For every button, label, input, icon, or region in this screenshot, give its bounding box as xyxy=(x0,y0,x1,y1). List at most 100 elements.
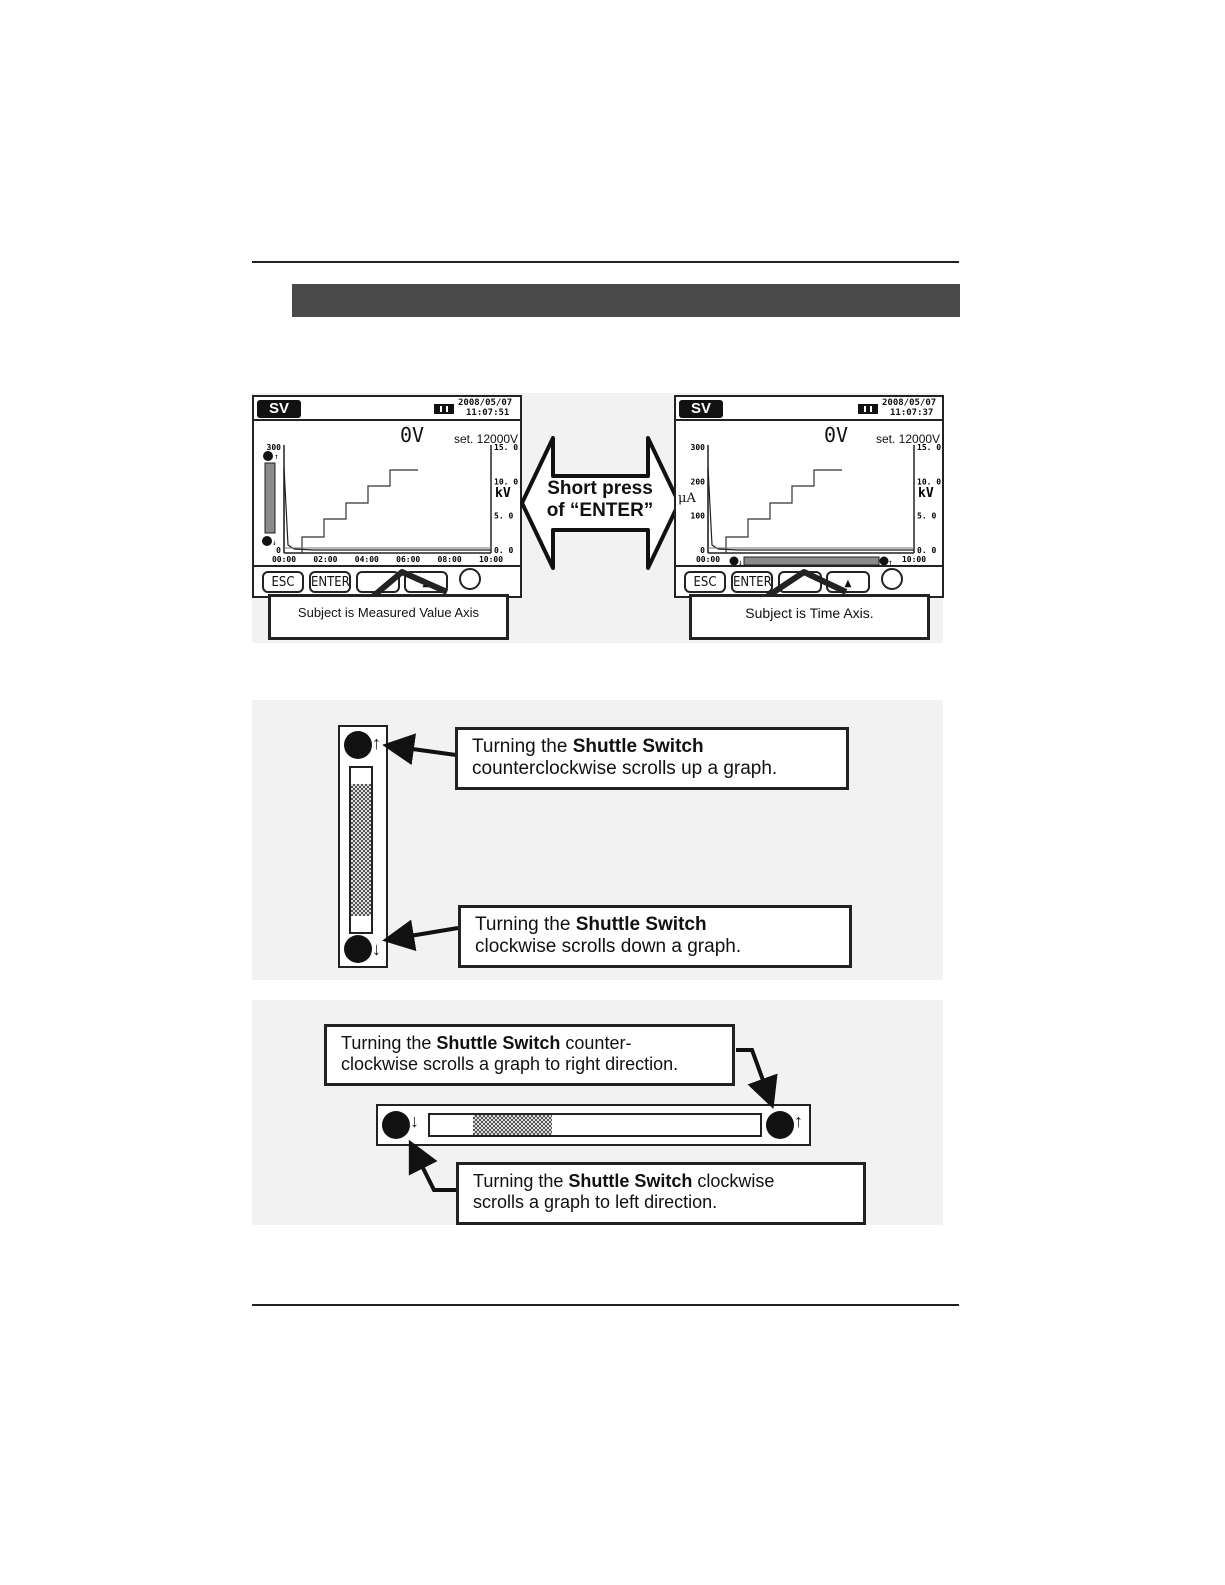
trend-graph: ↓ ↑ 300 200 100 0 15. 0 10. 0 5. 0 0. 0 kV 00:00 1… xyxy=(691,443,942,567)
time-axis-tick-label: 02:00 xyxy=(313,555,337,564)
left-axis-tick-label: 300 xyxy=(691,443,706,452)
callout-scroll-right-bold: Shuttle Switch xyxy=(436,1033,561,1053)
toggle-label-line1: Short press xyxy=(547,478,653,499)
left-axis-tick-label: 0 xyxy=(276,546,281,555)
left-axis-tick-label: 0 xyxy=(700,546,705,555)
callout-scroll-left: Turning the Shuttle Switch clockwise scr… xyxy=(456,1162,866,1225)
mode-badge: SV xyxy=(679,400,723,418)
callout-scroll-down-line1: Turning the Shuttle Switch xyxy=(475,914,835,936)
svg-text:↓: ↓ xyxy=(738,558,743,567)
left-axis-tick-label: 100 xyxy=(691,512,706,521)
time-axis-tick-label: 00:00 xyxy=(272,555,296,564)
down-arrow-icon: ↓ xyxy=(372,939,381,959)
exit-icon[interactable] xyxy=(459,568,481,590)
callout-measured-axis: Subject is Measured Value Axis xyxy=(268,594,509,640)
callout-scroll-down-prefix: Turning the xyxy=(475,914,576,935)
esc-button[interactable]: ESC xyxy=(684,571,726,593)
vertical-scrollbar-frame: ↑ ↓ xyxy=(338,725,388,968)
callout-scroll-down-line2: clockwise scrolls down a graph. xyxy=(475,936,742,957)
callout-scroll-left-line2: scrolls a graph to left direction. xyxy=(473,1192,718,1212)
time-axis-tick-label: 10:00 xyxy=(479,555,503,564)
top-rule xyxy=(252,261,959,263)
enter-button[interactable]: ENTER xyxy=(731,571,773,593)
callout-scroll-left-suffix: clockwise xyxy=(692,1171,775,1191)
toolbar-divider xyxy=(676,565,942,567)
callout-scroll-up-prefix: Turning the xyxy=(472,736,573,757)
setpoint-readout: set. 12000V xyxy=(454,432,519,446)
callout-scroll-right-prefix: Turning the xyxy=(341,1033,437,1053)
trend-graph: ↑ ↓ 300 0 15. 0 10. 0 5. 0 0. 0 kV 00:00 02:00 04… xyxy=(262,443,518,564)
enter-button[interactable]: ENTER xyxy=(309,571,351,593)
callout-scroll-down-bold: Shuttle Switch xyxy=(575,914,707,935)
horizontal-scroll-thumb[interactable] xyxy=(472,1115,553,1135)
horizontal-scrollbar-frame: ↓ ↑ xyxy=(376,1104,811,1146)
callout-scroll-up-line2: counterclockwise scrolls up a graph. xyxy=(472,758,778,779)
mode-badge: SV xyxy=(257,400,301,418)
callout-scroll-left-prefix: Turning the xyxy=(473,1171,569,1191)
left-callout-pointer xyxy=(362,569,449,607)
svg-text:↑: ↑ xyxy=(888,558,893,567)
current-unit-label: μA xyxy=(678,491,696,506)
right-axis-tick-label: 5. 0 xyxy=(494,512,513,521)
vertical-scroll-track[interactable] xyxy=(349,766,373,934)
vertical-scroll-thumb[interactable] xyxy=(351,784,371,916)
svg-text:↓: ↓ xyxy=(272,538,277,547)
callout-scroll-right-line2: clockwise scrolls a graph to right direc… xyxy=(341,1054,679,1074)
device-screen-left: SV 2008/05/07 11:07:51 0V set. 12000V ↑ … xyxy=(252,395,522,598)
battery-icon xyxy=(434,404,454,414)
time-axis-tick-label: 04:00 xyxy=(355,555,379,564)
up-arrow-icon: ↑ xyxy=(372,733,381,753)
voltage-readout: 0V xyxy=(400,423,425,447)
up-triangle-icon: ▲ xyxy=(844,578,852,589)
callout-scroll-up-bold: Shuttle Switch xyxy=(572,736,704,757)
callout-scroll-right: Turning the Shuttle Switch counter- cloc… xyxy=(324,1024,735,1086)
right-axis-tick-label: 15. 0 xyxy=(917,443,941,452)
setpoint-readout: set. 12000V xyxy=(876,432,941,446)
toolbar-divider xyxy=(254,565,520,567)
scroll-down-shuttle-icon[interactable] xyxy=(344,935,372,963)
right-axis-tick-label: 10. 0 xyxy=(494,477,518,486)
callout-time-axis: Subject is Time Axis. xyxy=(689,594,930,640)
right-axis-tick-label: 0. 0 xyxy=(494,546,513,555)
callout-scroll-right-suffix: counter- xyxy=(560,1033,632,1053)
callout-scroll-down: Turning the Shuttle Switch clockwise scr… xyxy=(458,905,852,968)
scroll-up-shuttle-icon[interactable] xyxy=(344,731,372,759)
horizontal-scroll-track[interactable] xyxy=(428,1113,762,1137)
time-readout: 11:07:51 xyxy=(466,408,510,418)
exit-icon[interactable] xyxy=(881,568,903,590)
time-axis-tick-label: 00:00 xyxy=(696,555,720,564)
svg-text:↑: ↑ xyxy=(274,452,279,461)
header-divider xyxy=(676,419,942,421)
left-axis-tick-label: 300 xyxy=(267,443,282,452)
down-arrow-icon: ↓ xyxy=(410,1111,419,1131)
callout-scroll-left-bold: Shuttle Switch xyxy=(568,1171,693,1191)
vertical-callout-arrows xyxy=(382,733,459,952)
time-readout: 11:07:37 xyxy=(890,408,934,418)
right-axis-unit-label: kV xyxy=(495,486,511,501)
battery-icon xyxy=(858,404,878,414)
bottom-rule xyxy=(252,1304,959,1306)
date-readout: 2008/05/07 xyxy=(458,398,513,408)
horizontal-callout-arrows xyxy=(408,1048,778,1192)
scroll-right-shuttle-icon[interactable] xyxy=(766,1111,794,1139)
device-screen-right: SV 2008/05/07 11:07:37 0V set. 12000V μA… xyxy=(674,395,944,598)
section-heading-bar xyxy=(292,284,960,317)
toggle-label: Short press of “ENTER” xyxy=(530,478,670,522)
scroll-left-shuttle-icon[interactable] xyxy=(382,1111,410,1139)
time-axis-tick-label: 08:00 xyxy=(438,555,462,564)
right-axis-tick-label: 5. 0 xyxy=(917,512,936,521)
header-divider xyxy=(254,419,520,421)
up-arrow-icon: ↑ xyxy=(794,1111,803,1131)
callout-scroll-up: Turning the Shuttle Switch counterclockw… xyxy=(455,727,849,790)
left-axis-tick-label: 200 xyxy=(691,477,706,486)
right-axis-unit-label: kV xyxy=(918,486,934,501)
right-axis-tick-label: 10. 0 xyxy=(917,477,941,486)
right-axis-tick-label: 0. 0 xyxy=(917,546,936,555)
esc-button[interactable]: ESC xyxy=(262,571,304,593)
right-callout-pointer xyxy=(754,569,848,607)
voltage-readout: 0V xyxy=(824,423,849,447)
date-readout: 2008/05/07 xyxy=(882,398,937,408)
time-axis-tick-label: 10:00 xyxy=(902,555,926,564)
right-axis-tick-label: 15. 0 xyxy=(494,443,518,452)
callout-scroll-left-line1: Turning the Shuttle Switch clockwise xyxy=(473,1171,849,1192)
